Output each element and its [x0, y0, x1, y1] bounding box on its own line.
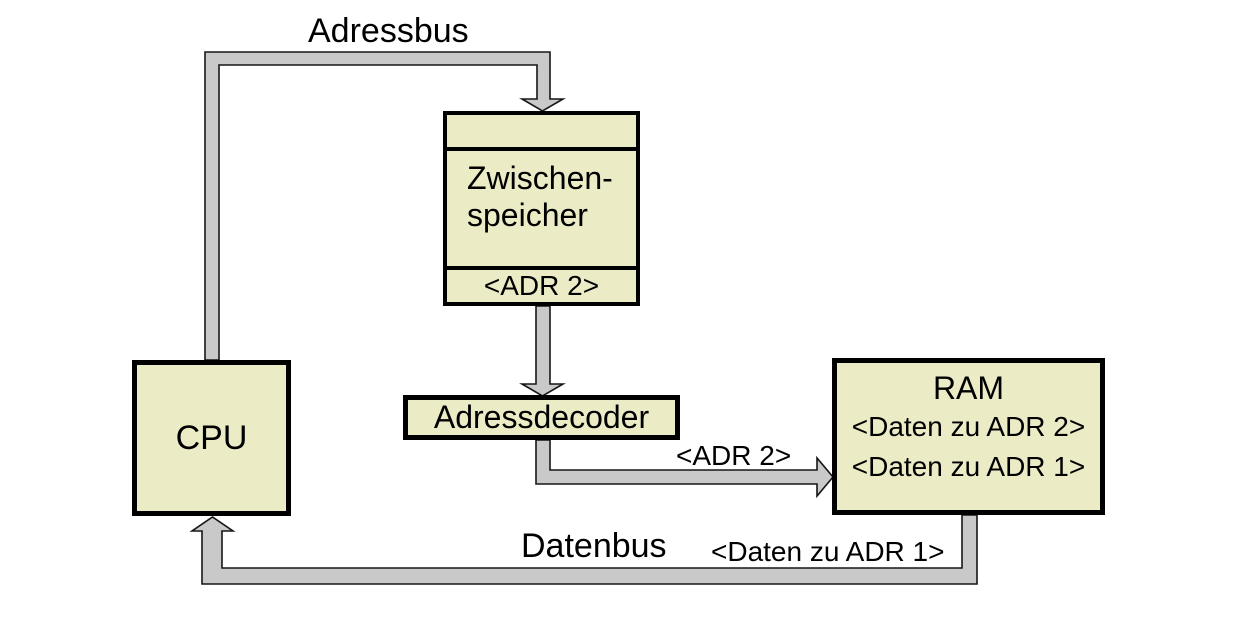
cpu-label: CPU	[175, 418, 248, 457]
decoder-to-ram-arrow	[535, 439, 835, 499]
decoder-label: Adressdecoder	[433, 399, 650, 435]
data-bus-shape	[189, 514, 978, 585]
data-bus-label: Datenbus	[521, 527, 667, 565]
ram-title: RAM	[932, 370, 1005, 406]
buffer-box: Zwischen- speicher <ADR 2>	[443, 111, 640, 306]
decoder-box: Adressdecoder	[403, 395, 680, 440]
buffer-to-decoder-arrow	[519, 305, 566, 397]
ram-data-entry-2: <Daten zu ADR 1>	[851, 451, 1086, 482]
buffer-address-slot: <ADR 2>	[447, 270, 636, 302]
ram-box: RAM <Daten zu ADR 2> <Daten zu ADR 1>	[832, 358, 1105, 515]
data-bus-payload-label: <Daten zu ADR 1>	[711, 536, 945, 567]
buffer-label-line1: Zwischen-	[467, 159, 613, 196]
address-bus-shape	[204, 51, 566, 361]
buffer-top-slot	[447, 115, 636, 151]
decoder-bus-payload-label: <ADR 2>	[676, 440, 792, 471]
cpu-box: CPU	[132, 360, 291, 516]
buffer-label-line2: speicher	[467, 196, 588, 233]
ram-data-entry-1: <Daten zu ADR 2>	[851, 411, 1086, 442]
buffer-address-value: <ADR 2>	[483, 270, 600, 301]
address-bus-label: Adressbus	[308, 12, 469, 50]
buffer-label: Zwischen- speicher	[447, 151, 636, 270]
